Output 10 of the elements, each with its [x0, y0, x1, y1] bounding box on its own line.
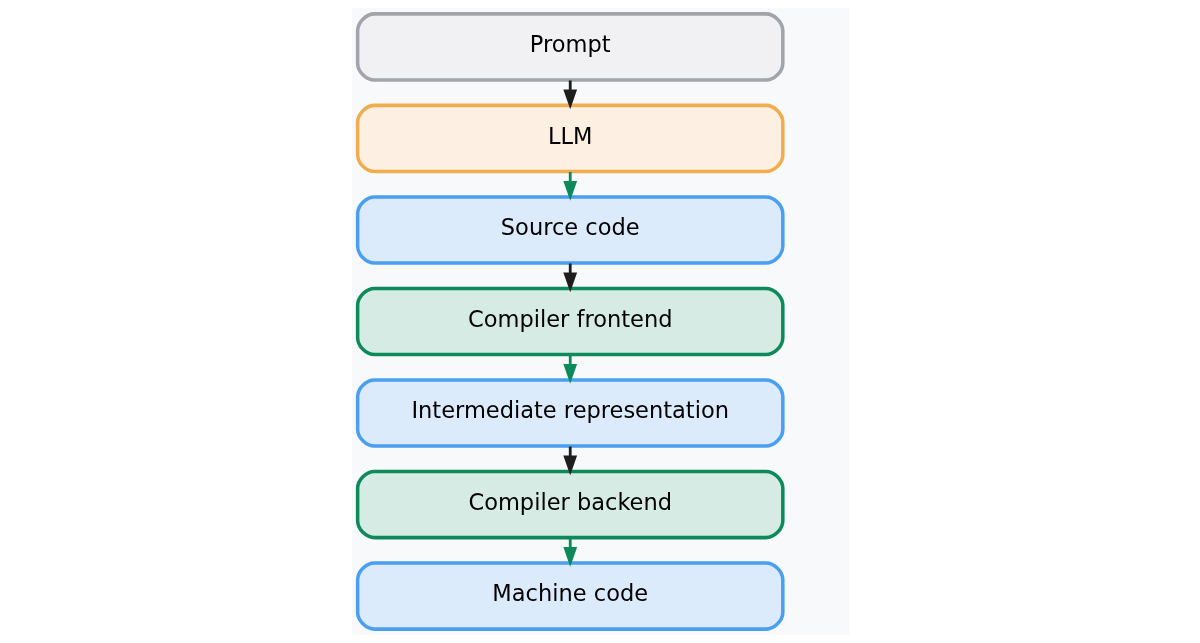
node-box: Compiler frontend	[355, 286, 785, 357]
arrow	[562, 538, 577, 567]
node-box: Compiler backend	[355, 469, 785, 540]
arrow	[562, 172, 577, 201]
node-box: Source code	[355, 195, 785, 265]
node-box: Machine code	[355, 561, 785, 631]
node-box: LLM	[355, 103, 785, 174]
arrow	[562, 355, 577, 384]
node-box: Prompt	[355, 12, 785, 82]
node-box: Intermediate representation	[355, 378, 785, 448]
